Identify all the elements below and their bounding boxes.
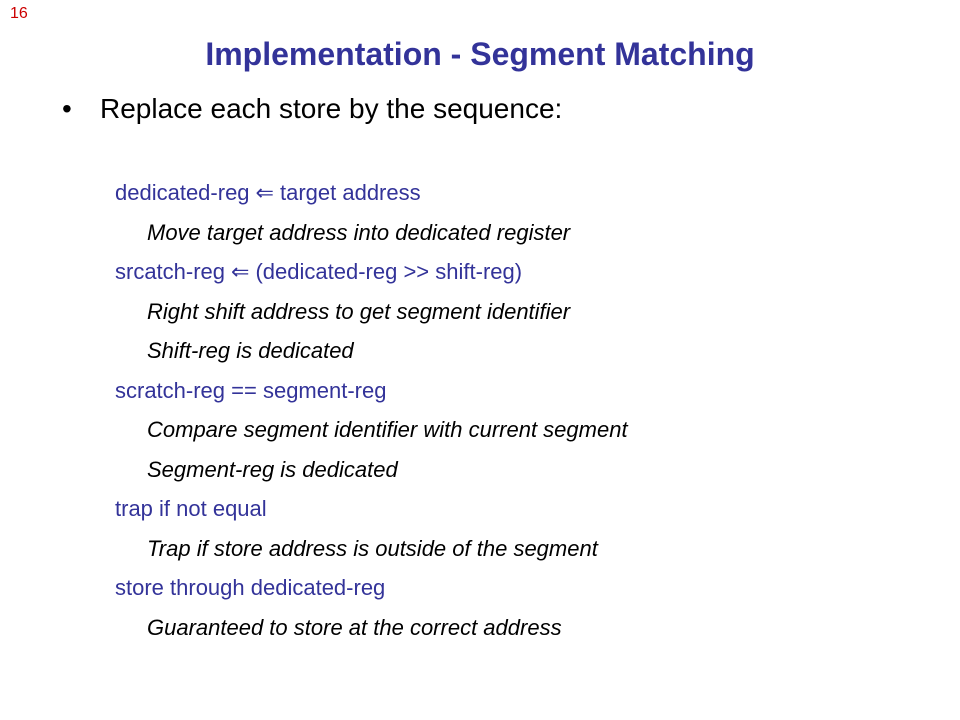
assign-arrow-icon: ⇐ xyxy=(255,180,274,205)
slide-title: Implementation - Segment Matching xyxy=(205,36,755,72)
slide-number: 16 xyxy=(10,5,28,22)
op-lhs: srcatch-reg xyxy=(115,259,226,284)
step-note: Move target address into dedicated regis… xyxy=(147,219,571,245)
bullet-text: Replace each store by the sequence: xyxy=(100,93,563,124)
step-op: trap if not equal xyxy=(115,496,267,521)
assign-arrow-icon: ⇐ xyxy=(231,259,250,284)
step-note: Guaranteed to store at the correct addre… xyxy=(147,614,562,640)
step-op: srcatch-reg⇐(dedicated-reg >> shift-reg) xyxy=(0,256,960,296)
step-note: Shift-reg is dedicated xyxy=(147,338,354,363)
instruction-sequence: dedicated-reg⇐target address Move target… xyxy=(0,177,960,651)
step-note: Compare segment identifier with current … xyxy=(147,417,628,442)
step-op: store through dedicated-reg xyxy=(115,575,386,600)
bullet-marker: • xyxy=(62,93,72,124)
step-note: Trap if store address is outside of the … xyxy=(147,535,598,561)
step-note: Segment-reg is dedicated xyxy=(147,456,398,482)
step-op: scratch-reg == segment-reg xyxy=(115,377,387,403)
op-rhs: (dedicated-reg >> shift-reg) xyxy=(255,259,523,284)
op-lhs: dedicated-reg xyxy=(115,180,250,205)
step-note: Right shift address to get segment ident… xyxy=(147,298,571,324)
step-op: dedicated-reg⇐target address xyxy=(0,177,960,217)
bullet-item: • Replace each store by the sequence: xyxy=(62,93,562,125)
op-rhs: target address xyxy=(279,180,421,205)
